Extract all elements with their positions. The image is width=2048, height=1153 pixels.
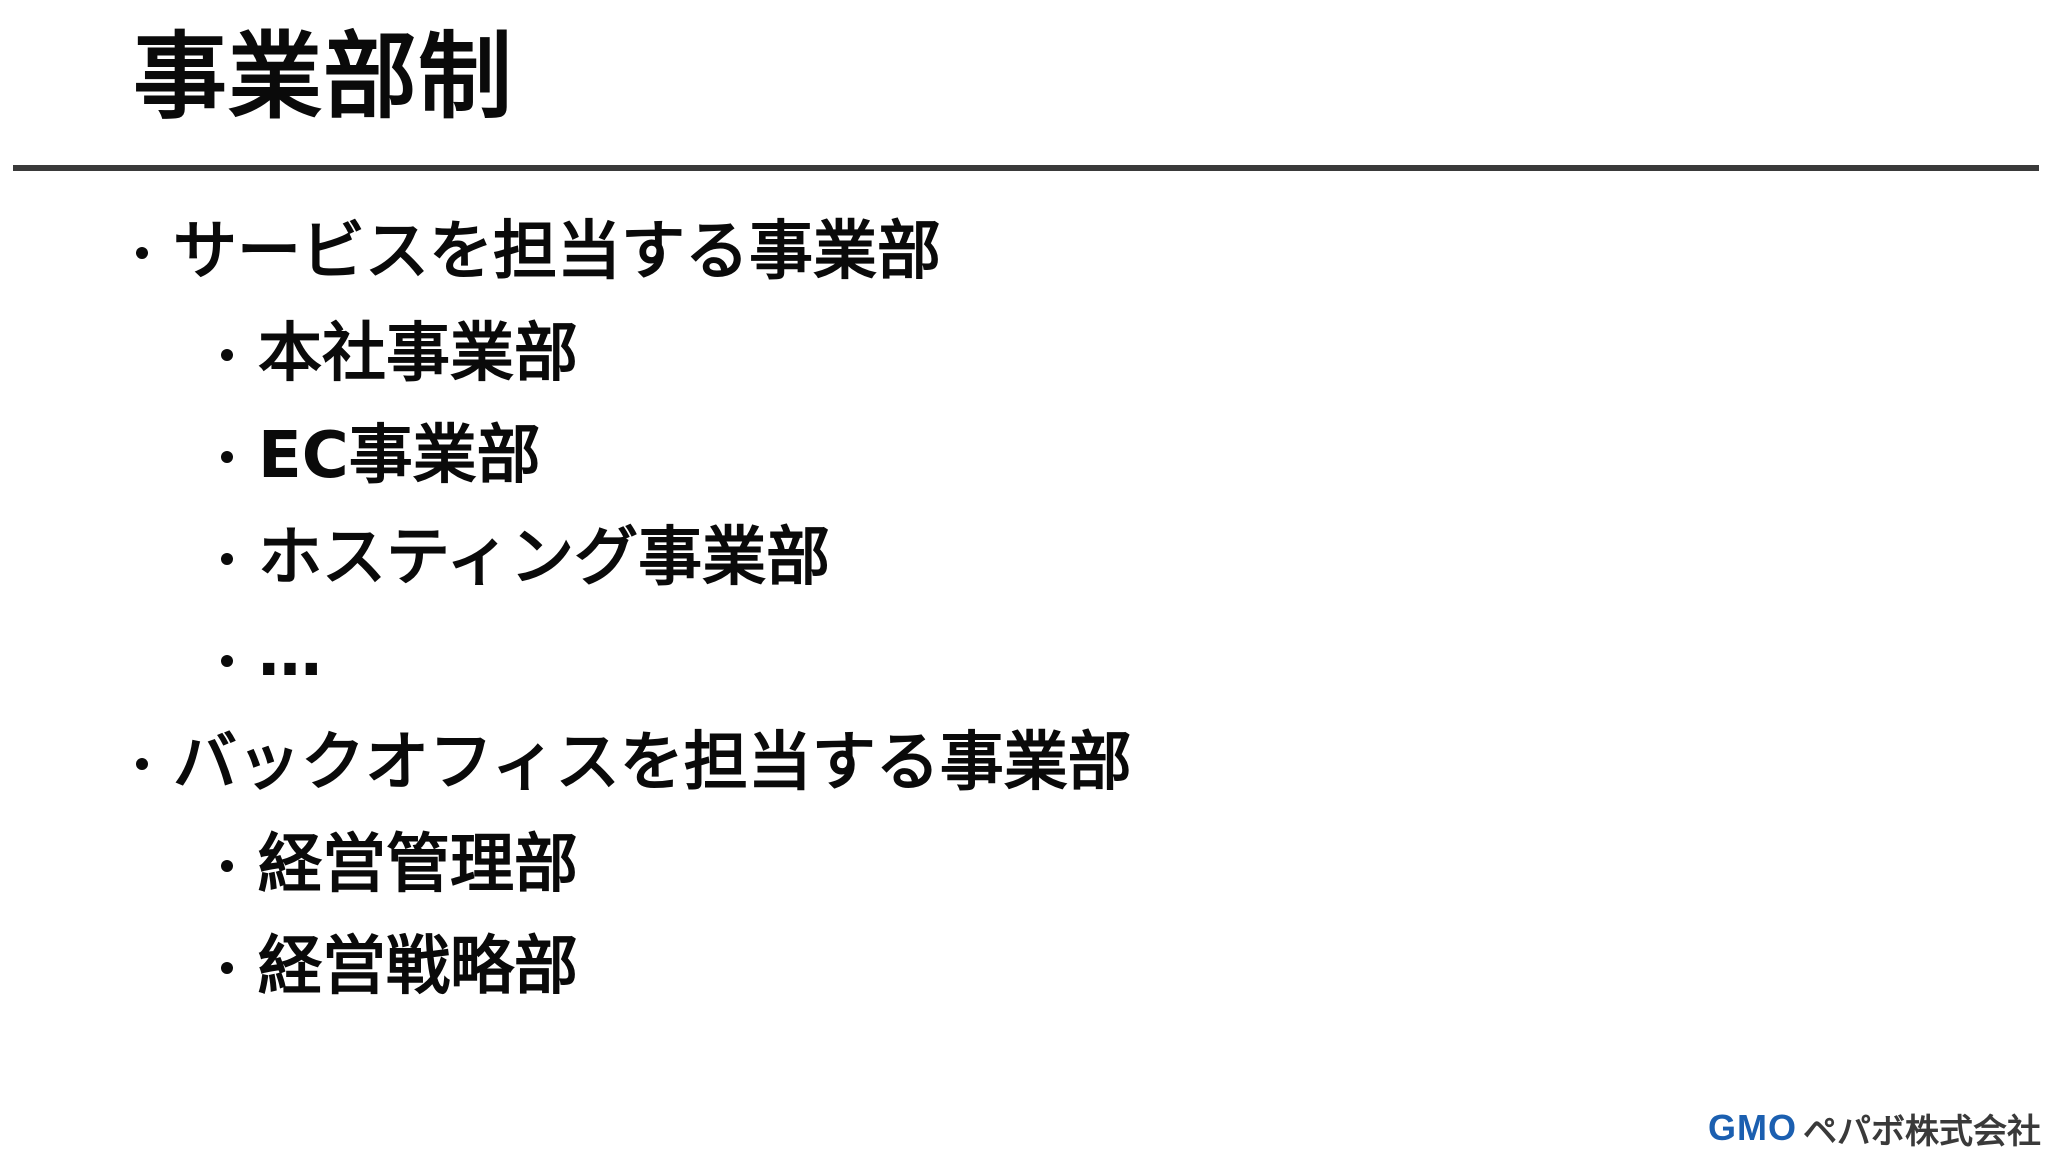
bullet-dot [136,247,148,259]
bullet-text: サービスを担当する事業部 [173,215,941,289]
bullet-text: ホスティング事業部 [258,521,831,595]
bullet-dot [221,451,233,463]
bullet-dot [221,860,233,872]
title-divider [13,165,2039,171]
bullet-text: 経営管理部 [258,828,578,902]
bullet-dot [221,553,233,565]
bullet-text: 本社事業部 [258,317,578,391]
bullet-item-service-departments: サービスを担当する事業部 [136,204,941,289]
bullet-text: … [258,617,322,691]
logo-brand: GMO [1708,1107,1797,1148]
bullet-item-strategy: 経営戦略部 [221,919,578,1004]
bullet-item-management: 経営管理部 [221,817,578,902]
slide-title: 事業部制 [133,23,514,132]
bullet-item-ellipsis: … [221,612,322,696]
bullet-item-hosting: ホスティング事業部 [221,510,830,595]
bullet-text: EC事業部 [258,419,541,493]
bullet-dot [136,758,148,770]
bullet-item-backoffice-departments: バックオフィスを担当する事業部 [136,715,1132,800]
bullet-dot [221,655,233,667]
bullet-text: バックオフィスを担当する事業部 [173,726,1132,800]
company-logo: GMO ペパボ株式会社 [1708,1107,2041,1152]
bullet-item-ec: EC事業部 [221,408,541,493]
bullet-dot [221,962,233,974]
logo-company-name: ペパボ株式会社 [1803,1111,2041,1152]
bullet-dot [221,349,233,361]
bullet-item-head-office: 本社事業部 [221,306,578,391]
bullet-text: 経営戦略部 [258,930,578,1004]
